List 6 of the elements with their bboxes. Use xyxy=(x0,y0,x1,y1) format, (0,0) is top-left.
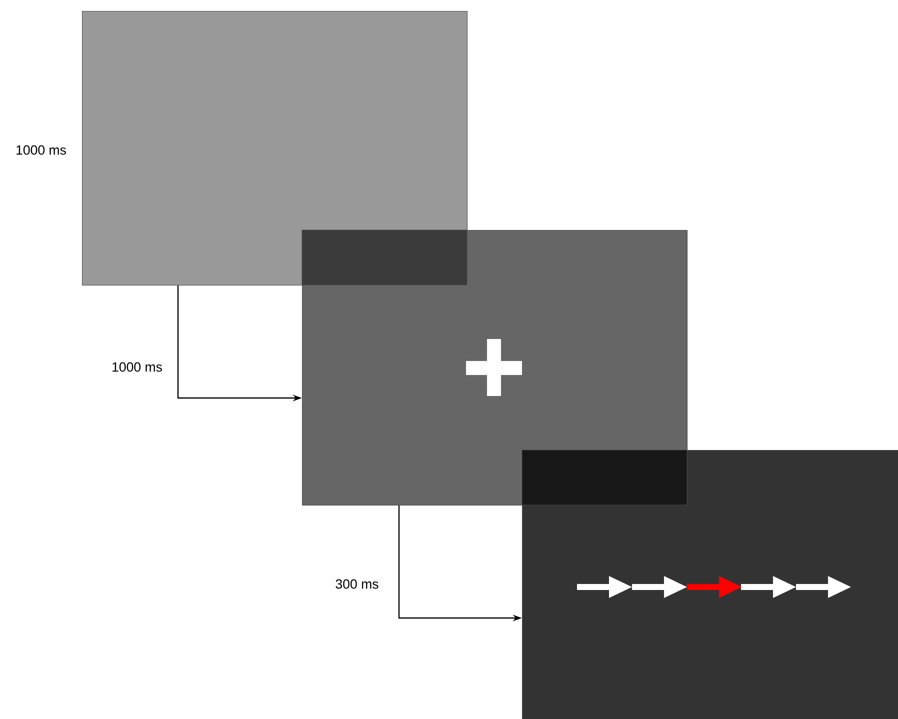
screen-box xyxy=(302,230,688,506)
screen-box xyxy=(522,450,898,719)
edge-label: 300 ms xyxy=(334,578,380,590)
edge-label: 1000 ms xyxy=(110,360,164,374)
screen-box xyxy=(82,11,468,286)
duration-label: 1000 ms xyxy=(16,145,66,155)
